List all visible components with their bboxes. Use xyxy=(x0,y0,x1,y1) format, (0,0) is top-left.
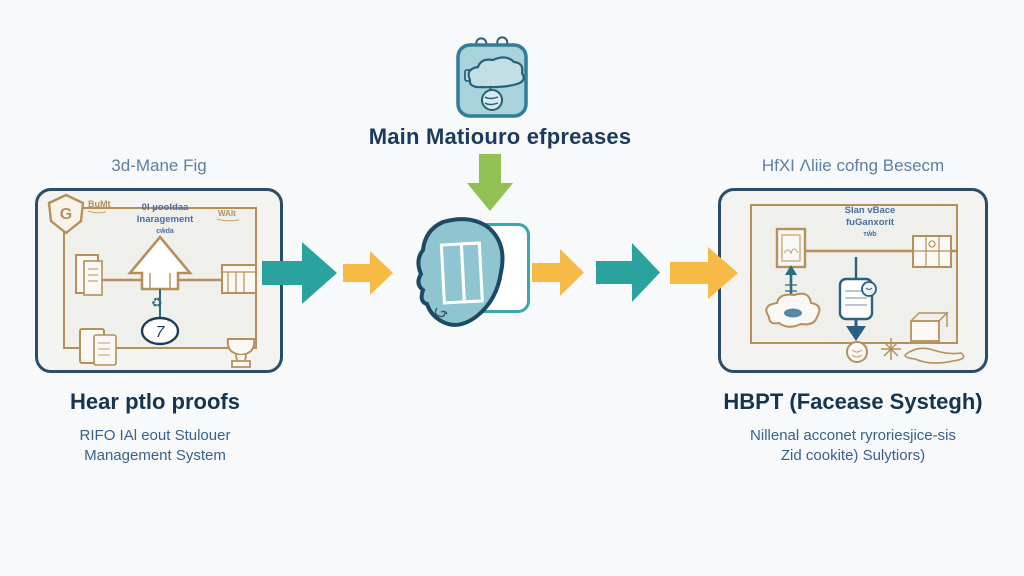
coin-icon xyxy=(846,341,868,363)
machine-cloud-badge-icon xyxy=(455,34,529,120)
right-note-line2: fuGanxorit xyxy=(845,217,895,228)
document-stack-icon xyxy=(75,254,103,296)
left-panel-sketch: G BuMt WAIt xyxy=(47,193,257,368)
right-note-line3: тŵb xyxy=(863,231,877,238)
cabinet-grid-icon xyxy=(912,235,952,268)
right-panel xyxy=(718,188,988,373)
right-caption-line1: Nillenal acconet ryroriesjice-sis xyxy=(750,427,956,444)
left-panel-label: 3d-Mane Fig xyxy=(111,156,207,175)
numbered-circle: 7 xyxy=(140,316,180,346)
teal-right-arrow-icon xyxy=(262,242,337,304)
left-note-line3: cŵda xyxy=(156,228,174,235)
left-panel-note: 0I µooldaa Inaragement cŵda xyxy=(85,202,245,238)
left-note-line2: Inaragement xyxy=(136,214,194,225)
left-caption-line2: Management System xyxy=(84,447,226,464)
warehouse-icon xyxy=(221,264,257,294)
page-title: Main Matiouro efpreases xyxy=(368,124,632,149)
shield-g-icon: G xyxy=(47,193,85,235)
right-panel-label: HfXI Λliie cofng Besecm xyxy=(761,156,945,175)
down-arrow-icon xyxy=(846,319,866,341)
jar-document-icon xyxy=(838,277,877,321)
corner-scribble-right: WAIt xyxy=(218,209,236,218)
yellow-right-arrow-icon xyxy=(532,249,584,296)
yellow-right-arrow-icon xyxy=(670,247,738,299)
left-caption-sub: RIFO IAl eout Stulouer Management System xyxy=(20,426,290,466)
starburst-icon xyxy=(881,338,901,360)
trophy-icon xyxy=(226,338,256,368)
teal-right-arrow-icon xyxy=(596,243,660,302)
left-caption-line1: RIFO IAl eout Stulouer xyxy=(79,427,231,444)
right-caption-heading: HBPT (Facease Systegh) xyxy=(723,389,983,414)
left-note-line1: 0I µooldaa xyxy=(141,202,189,213)
right-caption-sub: Nillenal acconet ryroriesjice-sis Zid co… xyxy=(688,426,1018,466)
right-note-line1: Slan vBace xyxy=(844,205,896,216)
svg-text:7: 7 xyxy=(156,324,166,341)
right-panel-note: Slan vBace fuGanxorit тŵb xyxy=(795,205,945,241)
yellow-right-arrow-icon xyxy=(343,251,393,295)
window-blob-icon xyxy=(413,216,509,334)
corner-scribble-left: BuMt xyxy=(88,199,111,209)
green-down-arrow-icon xyxy=(467,154,513,211)
right-panel-sketch xyxy=(750,204,965,364)
recycle-icon: ♻ xyxy=(151,295,163,310)
svg-text:G: G xyxy=(60,206,72,223)
scribble-icon xyxy=(904,347,965,364)
files-icon xyxy=(79,328,117,366)
left-caption-heading: Hear ptlo proofs xyxy=(70,389,240,414)
right-caption-line2: Zid cookite) Sulytiors) xyxy=(780,447,926,464)
cloud-icon xyxy=(765,292,821,328)
box-sketch-icon xyxy=(910,311,949,342)
